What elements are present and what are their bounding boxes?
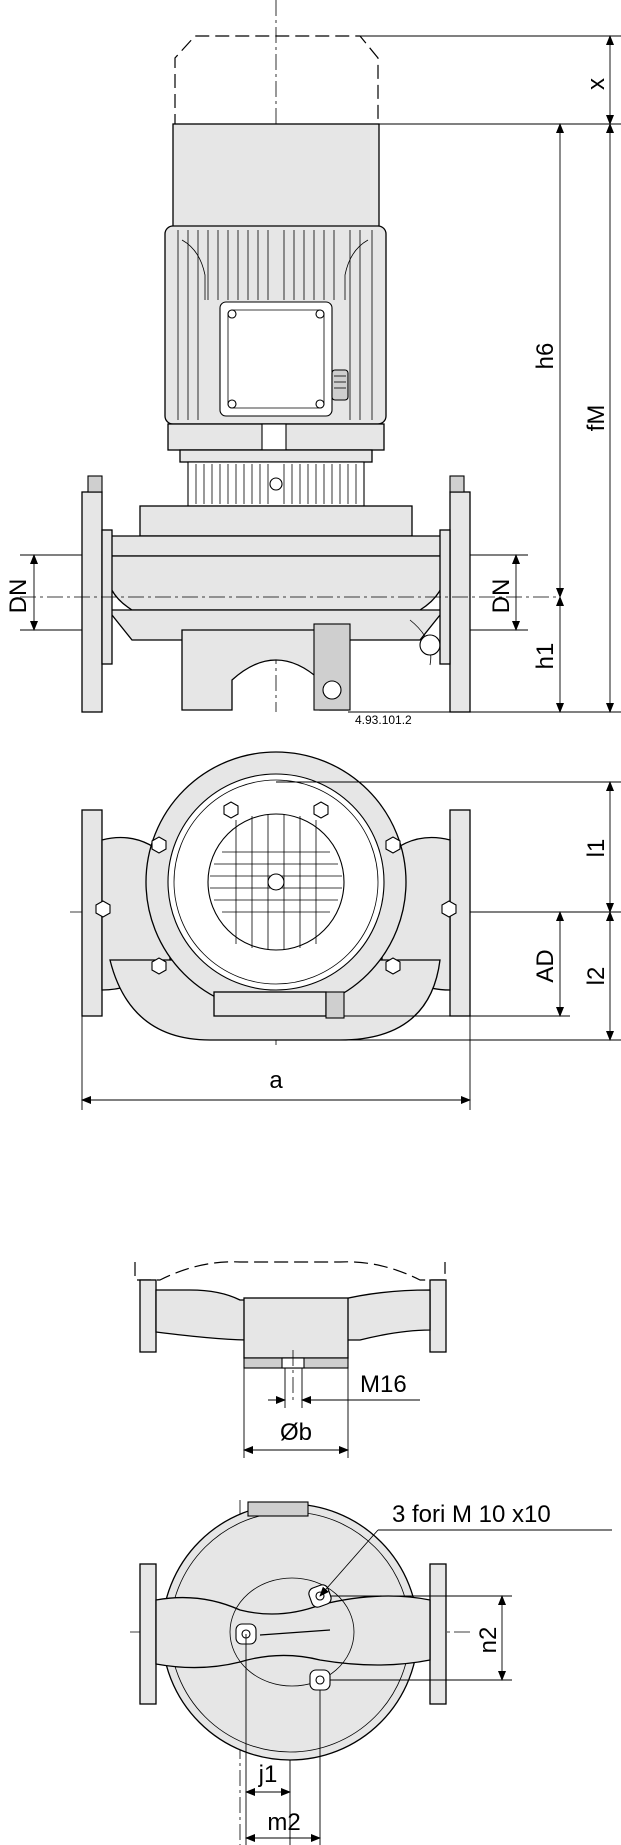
- dn-right-label: DN: [488, 579, 515, 614]
- top-view: l1 AD l2 a: [70, 751, 621, 1110]
- motor-cap: [172, 123, 380, 229]
- h6-label: h6: [532, 343, 559, 370]
- front-view: DN DN x h6 h1 fM: [5, 0, 621, 727]
- right-flange: [439, 475, 471, 713]
- cable-gland: [331, 369, 349, 401]
- l2-label: l2: [583, 967, 610, 986]
- coupling-grille: [187, 461, 365, 507]
- x-label: x: [583, 78, 610, 90]
- dimension-ob: Øb: [243, 1368, 349, 1458]
- dimension-a: a: [81, 1016, 471, 1110]
- flange-bolts: [151, 801, 401, 975]
- base-dashed-top: [134, 1261, 446, 1281]
- terminal-box: [219, 301, 349, 417]
- bottom-left-flange: [139, 1563, 157, 1705]
- fm-label: fM: [583, 405, 610, 432]
- dn-left-label: DN: [5, 579, 32, 614]
- top-terminal-box: [213, 991, 327, 1017]
- bottom-view: 3 fori M 10 x10 n2 j1 m2: [130, 1500, 612, 1845]
- j1-label: j1: [258, 1761, 278, 1788]
- dimension-n2: n2: [330, 1595, 512, 1681]
- left-flange: [81, 475, 113, 713]
- dimension-h6: h6: [532, 123, 564, 598]
- motor-extension-outline: [174, 35, 379, 128]
- dimension-m2: m2: [245, 1690, 321, 1845]
- l1-label: l1: [583, 839, 610, 858]
- a-label: a: [269, 1067, 283, 1094]
- dimension-dn-left: DN: [5, 554, 82, 631]
- holes-note-label: 3 fori M 10 x10: [392, 1501, 551, 1528]
- dimension-j1: j1: [245, 1634, 291, 1845]
- pump-housing: [99, 505, 453, 711]
- base-side-view: M16 Øb: [134, 1261, 447, 1458]
- dimension-x: x: [360, 35, 621, 125]
- n2-label: n2: [475, 1627, 502, 1654]
- dimension-h1: h1: [532, 596, 564, 713]
- dimension-ad: AD: [344, 911, 570, 1017]
- dimension-fm: fM: [348, 123, 621, 713]
- dimension-m16: M16: [268, 1368, 420, 1408]
- bottom-right-flange: [429, 1563, 447, 1705]
- ad-label: AD: [532, 949, 559, 982]
- h1-label: h1: [532, 643, 559, 670]
- m16-label: M16: [360, 1371, 407, 1398]
- dimension-l2: l2: [340, 911, 621, 1041]
- holes-note: 3 fori M 10 x10: [319, 1501, 612, 1597]
- dimension-l1: l1: [276, 781, 621, 913]
- m2-label: m2: [267, 1809, 300, 1836]
- ob-label: Øb: [280, 1419, 312, 1446]
- drawing-number: 4.93.101.2: [355, 713, 412, 727]
- dimension-dn-right: DN: [470, 554, 528, 631]
